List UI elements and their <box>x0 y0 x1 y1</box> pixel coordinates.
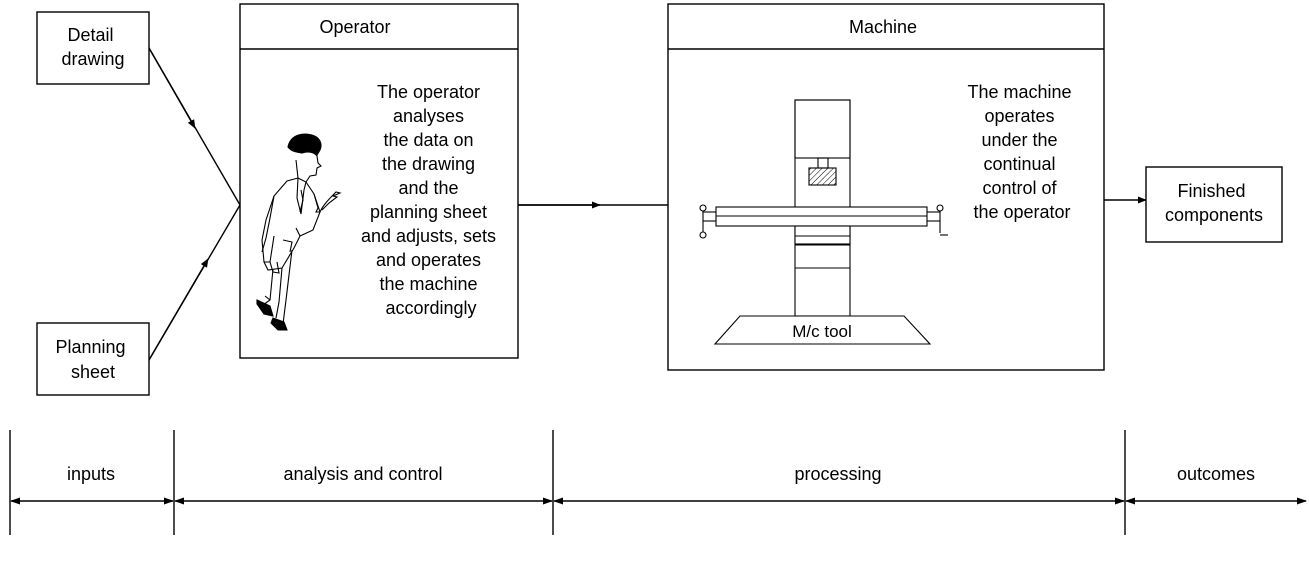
machine-description: The machine operates under the continual… <box>967 82 1076 222</box>
machine-tool-icon: M/c tool <box>699 99 948 345</box>
stage-timeline: inputs analysis and control processing o… <box>9 430 1307 535</box>
planning-sheet-label-line1: Planning <box>55 337 125 357</box>
stage-label-processing: processing <box>794 464 881 484</box>
finished-components-label-line1: Finished <box>1177 181 1245 201</box>
finished-components-label-line2: components <box>1165 205 1263 225</box>
detail-drawing-label-line1: Detail <box>67 25 113 45</box>
svg-text:Finished components: Finished components <box>1165 181 1263 225</box>
person-standing-icon <box>256 133 342 331</box>
operator-description: The operator analyses the data on the dr… <box>361 82 501 318</box>
svg-text:Planning sheet: Planning sheet <box>55 337 130 382</box>
machine-box: Machine The machine operates under the c… <box>667 3 1105 371</box>
stage-label-inputs: inputs <box>67 464 115 484</box>
input-arrows <box>148 47 241 361</box>
detail-drawing-box: Detail drawing <box>36 11 150 85</box>
finished-components-box: Finished components <box>1145 166 1283 243</box>
svg-text:Detail drawing: Detail drawing <box>61 25 124 69</box>
planning-sheet-box: Planning sheet <box>36 322 150 396</box>
machine-tool-label: M/c tool <box>792 322 852 341</box>
machine-title: Machine <box>849 17 917 37</box>
operator-box: Operator The operator analyses the data … <box>239 3 519 359</box>
operator-title: Operator <box>319 17 390 37</box>
planning-sheet-label-line2: sheet <box>71 362 115 382</box>
stage-label-outcomes: outcomes <box>1177 464 1255 484</box>
detail-drawing-label-line2: drawing <box>61 49 124 69</box>
stage-label-analysis-and-control: analysis and control <box>283 464 442 484</box>
